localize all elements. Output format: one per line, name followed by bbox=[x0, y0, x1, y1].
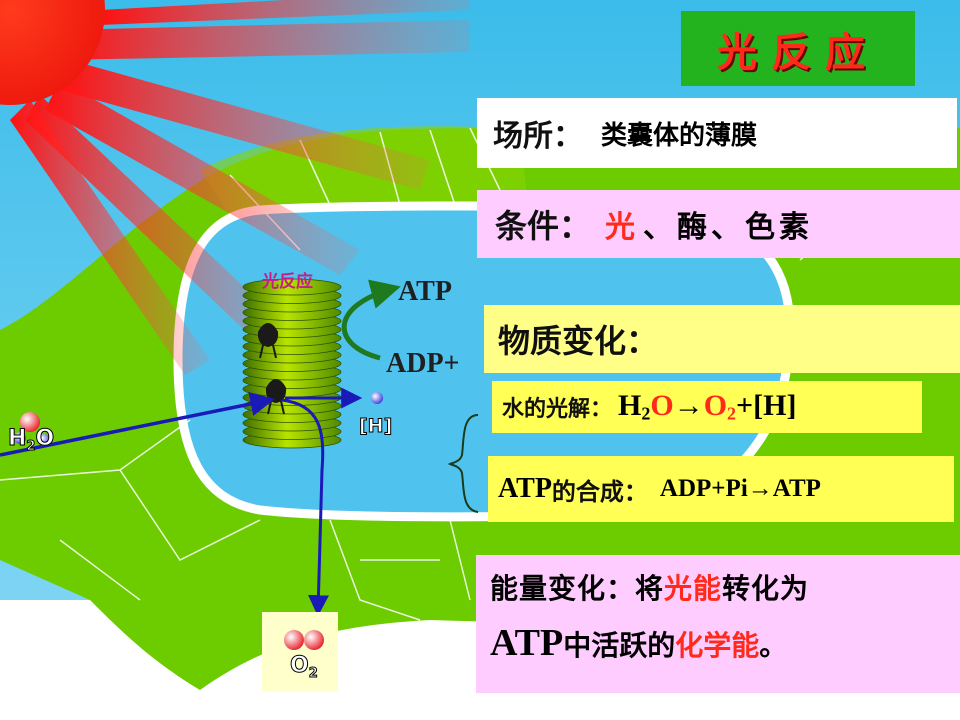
photolysis-label: 水的光解： bbox=[502, 397, 613, 422]
photolysis-equation: H2O→O2+[H] bbox=[618, 389, 797, 424]
energy-line-2: ATP中活跃的化学能。 bbox=[490, 622, 788, 664]
condition-row: 条件： 光 、酶、色素 bbox=[477, 190, 960, 258]
synthesis-equation: ADP+Pi→ATP bbox=[659, 475, 821, 502]
site-row: 场所： 类囊体的薄膜 bbox=[477, 98, 957, 168]
bracket bbox=[447, 414, 479, 513]
site-value: 类囊体的薄膜 bbox=[601, 120, 758, 151]
condition-light: 光 bbox=[605, 210, 636, 245]
diagram-h-label: [H] bbox=[359, 415, 392, 437]
page-title-text: 光反应 bbox=[717, 29, 879, 76]
energy-line-1: 能量变化：将光能转化为 bbox=[490, 572, 810, 605]
condition-rest: 、酶、色素 bbox=[643, 210, 814, 245]
stack-title: 光反应 bbox=[261, 271, 313, 292]
photolysis-row: 水的光解： H2O→O2+[H] bbox=[492, 381, 922, 433]
page-title: 光反应 bbox=[681, 11, 915, 86]
thylakoid-disc bbox=[242, 278, 342, 296]
material-label: 物质变化： bbox=[498, 322, 659, 360]
site-label: 场所： bbox=[493, 119, 583, 154]
synthesis-label: 的合成： bbox=[551, 477, 648, 506]
diagram-o2-label: O2 bbox=[290, 653, 318, 681]
granum-stack bbox=[242, 278, 342, 449]
condition-label: 条件： bbox=[495, 207, 592, 245]
synthesis-row: ATP 的合成： ADP+Pi→ATP bbox=[488, 456, 954, 522]
diagram-h2o-label: H2O bbox=[8, 426, 54, 454]
diagram-adp-label: ADP+ bbox=[386, 348, 460, 379]
synthesis-label-atp: ATP bbox=[498, 473, 552, 504]
sun-rays bbox=[10, 0, 470, 375]
energy-label: 能量变化： bbox=[490, 572, 636, 605]
diagram-atp-label: ATP bbox=[398, 276, 452, 307]
material-row: 物质变化： bbox=[484, 305, 960, 373]
sun bbox=[0, 0, 105, 105]
energy-row: 能量变化：将光能转化为 ATP中活跃的化学能。 bbox=[476, 555, 960, 693]
photosystem-figure bbox=[257, 323, 279, 359]
